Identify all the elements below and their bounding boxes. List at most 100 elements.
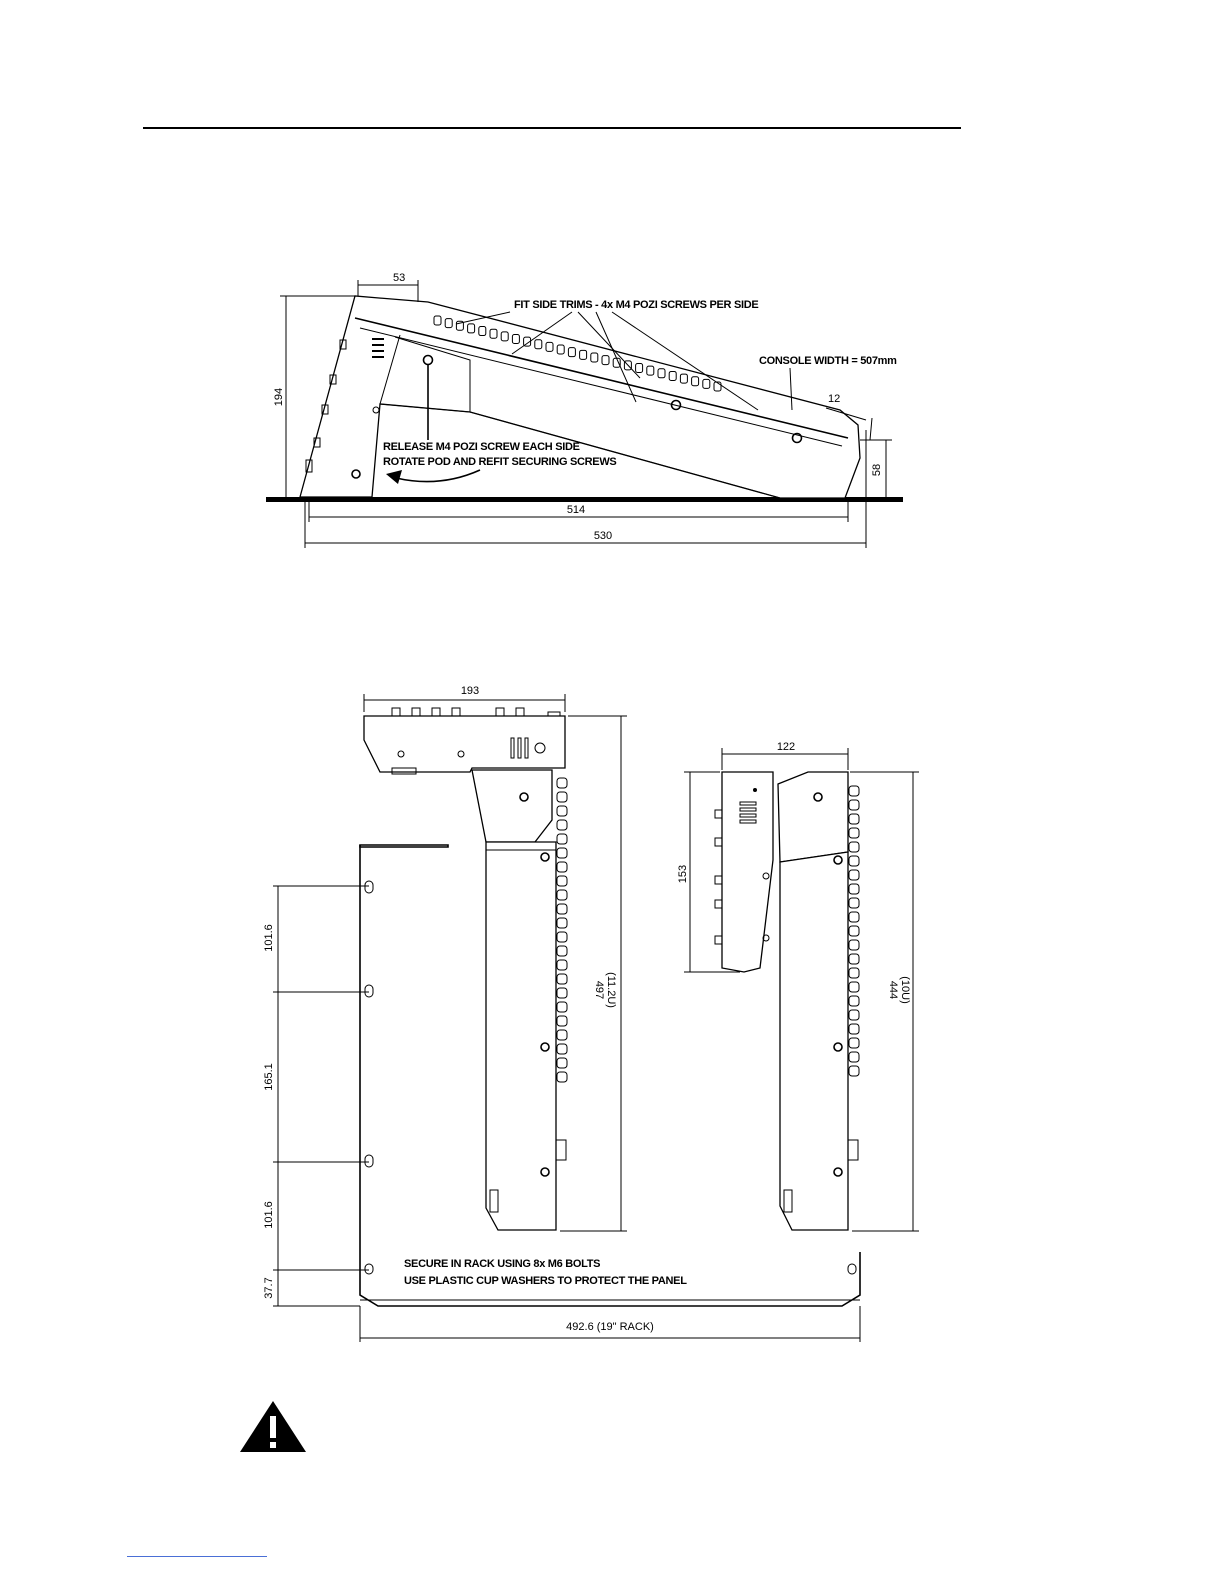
knob xyxy=(556,917,568,929)
knob xyxy=(623,360,632,371)
knob xyxy=(848,841,860,853)
dim-base xyxy=(308,500,849,522)
knob xyxy=(556,861,568,873)
knob xyxy=(848,953,860,965)
dim-spacing-d-label: 37.7 xyxy=(263,1277,275,1298)
rack-knobs-left xyxy=(556,777,568,1083)
knob xyxy=(556,931,568,943)
knob xyxy=(848,855,860,867)
dim-height-10u-units: (10U) xyxy=(899,976,911,1004)
knob xyxy=(679,373,688,384)
dim-small-depth xyxy=(721,748,849,770)
knob xyxy=(590,352,599,363)
knob xyxy=(556,819,568,831)
knob xyxy=(545,341,554,352)
pozi-screw xyxy=(670,399,682,411)
knob xyxy=(848,799,860,811)
vent-slots xyxy=(372,338,384,358)
rack-view-drawing: 193 497 (11.2U) 101.6 165.1 101.6 37.7 4… xyxy=(263,685,861,1342)
knob xyxy=(567,347,576,358)
knob xyxy=(556,987,568,999)
dim-height xyxy=(280,295,356,497)
knob xyxy=(433,315,442,326)
knob xyxy=(848,925,860,937)
header-rule xyxy=(143,127,961,129)
pozi-screw xyxy=(351,469,361,479)
knob xyxy=(556,805,568,817)
knob xyxy=(848,813,860,825)
knob xyxy=(848,939,860,951)
knob xyxy=(668,370,677,381)
knob xyxy=(489,328,498,339)
knob xyxy=(848,995,860,1007)
knob xyxy=(848,827,860,839)
knob xyxy=(579,349,588,360)
knob xyxy=(556,1029,568,1041)
knob xyxy=(848,897,860,909)
knob xyxy=(657,368,666,379)
dim-rack-width-label: 492.6 (19" RACK) xyxy=(566,1321,654,1333)
knob xyxy=(556,959,568,971)
console-knobs xyxy=(433,315,722,392)
note-rotate-pod: ROTATE POD AND REFIT SECURING SCREWS xyxy=(383,456,616,468)
knob xyxy=(556,903,568,915)
knob xyxy=(556,1071,568,1083)
knob xyxy=(556,1015,568,1027)
note-fit-side-trims: FIT SIDE TRIMS - 4x M4 POZI SCREWS PER S… xyxy=(514,299,758,311)
knob xyxy=(848,883,860,895)
dim-spacing xyxy=(273,885,369,1307)
knob xyxy=(713,381,722,392)
rack-knobs-right xyxy=(848,785,860,1077)
knob xyxy=(556,833,568,845)
knob xyxy=(556,875,568,887)
dim-overall-label: 530 xyxy=(594,530,612,542)
dim-pod-depth-label: 193 xyxy=(461,685,479,697)
pozi-screw xyxy=(372,406,380,414)
rack-view-10u-drawing: 122 153 444 (10U) xyxy=(677,741,919,1232)
dim-overall xyxy=(304,430,867,548)
dim-edge-label: 12 xyxy=(828,393,840,405)
knob xyxy=(848,911,860,923)
knob xyxy=(702,378,711,389)
rack-pod xyxy=(363,715,566,773)
knob xyxy=(556,1001,568,1013)
warning-triangle-icon xyxy=(240,1401,306,1452)
dim-front-height-label: 58 xyxy=(871,464,883,476)
rear-connectors xyxy=(305,339,347,473)
knob xyxy=(601,355,610,366)
knob xyxy=(556,889,568,901)
knob xyxy=(848,967,860,979)
dim-height-main-units: (11.2U) xyxy=(605,972,617,1008)
pod-vent xyxy=(510,737,529,759)
dim-edge xyxy=(825,407,873,441)
dim-spacing-a-label: 101.6 xyxy=(263,924,275,952)
dim-height-10u xyxy=(850,771,919,1232)
knob xyxy=(523,336,532,347)
knob xyxy=(848,1023,860,1035)
dim-height-main-label: 497 xyxy=(593,981,605,999)
dim-height-main xyxy=(560,715,627,1232)
console-body-10u xyxy=(779,851,849,1231)
knob xyxy=(500,331,509,342)
side-view-drawing: 53 194 58 12 514 530 FIT SIDE TRIMS - 4x… xyxy=(266,272,903,548)
knob xyxy=(848,1051,860,1063)
knob xyxy=(848,869,860,881)
note-release-screw: RELEASE M4 POZI SCREW EACH SIDE xyxy=(383,441,580,453)
knob xyxy=(848,1009,860,1021)
dim-front-height xyxy=(860,439,892,497)
trim-leaders xyxy=(455,311,793,411)
knob xyxy=(691,376,700,387)
dim-height-10u-label: 444 xyxy=(887,981,899,999)
knob xyxy=(556,777,568,789)
knob xyxy=(467,323,476,334)
knob xyxy=(444,318,453,329)
knob xyxy=(556,1043,568,1055)
rotate-arrow xyxy=(395,469,481,483)
rack-mounting-holes xyxy=(364,880,857,1275)
rack-console-body xyxy=(485,841,557,1231)
knob xyxy=(511,333,520,344)
knob xyxy=(478,326,487,337)
dim-rack-width xyxy=(359,1306,861,1342)
